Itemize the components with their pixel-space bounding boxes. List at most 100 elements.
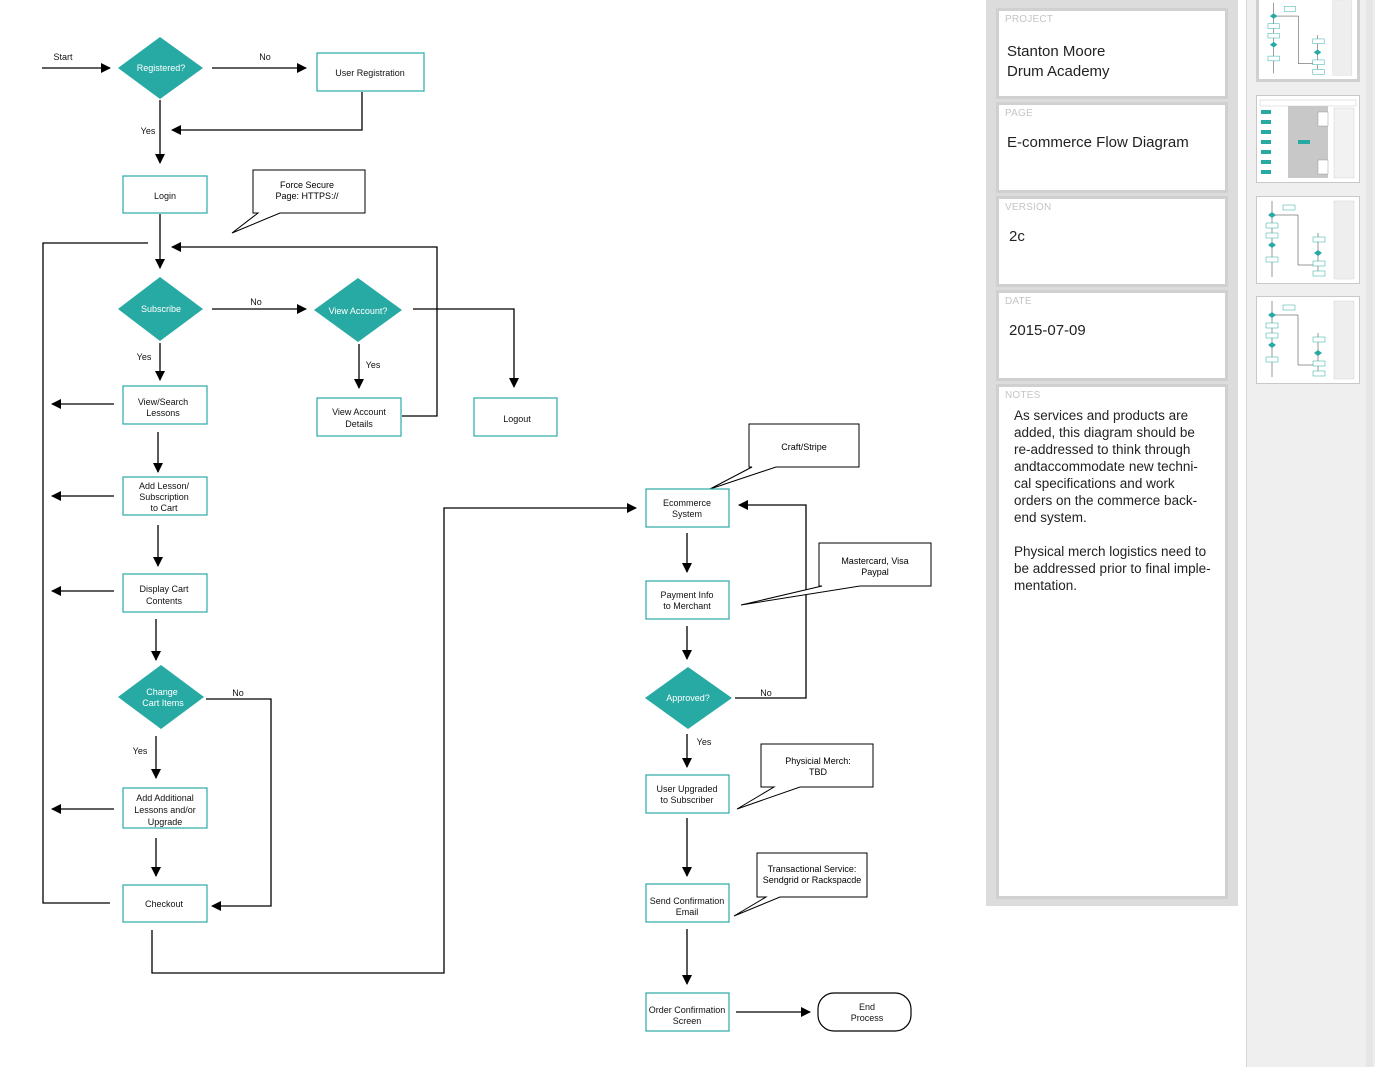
svg-text:TBD: TBD [809,767,828,777]
thumbnail-scrollbar[interactable] [1366,0,1373,1067]
decision-view-account: View Account? [314,278,402,342]
label-add-lesson-1: Add Lesson/ [139,481,190,491]
thumbnail-page-4-preview [1265,300,1355,380]
label-add-additional-3: Upgrade [148,817,183,827]
box-add-additional [122,787,208,829]
thumbnail-page-3[interactable] [1256,196,1360,284]
callout-craft-stripe: Craft/Stripe [709,423,860,490]
label-view-account-2: Details [345,419,373,429]
label-view-search-1: View/Search [138,397,188,407]
label-end-1: End [859,1002,875,1012]
project-label: PROJECT [1005,14,1054,25]
svg-text:Craft/Stripe: Craft/Stripe [781,442,827,452]
box-display-cart [122,573,208,613]
decision-subscribe: Subscribe [118,277,203,341]
callout-force-secure: Force Secure Page: HTTPS:// [231,169,366,234]
thumbnail-page-1[interactable] [1256,0,1360,82]
label-order-confirmation-1: Order Confirmation [649,1005,726,1015]
box-checkout [122,884,208,923]
label-ecommerce-2: System [672,509,702,519]
label-user-registration: User Registration [335,68,405,78]
label-logout: Logout [503,414,531,424]
thumbnail-page-1-preview [1267,0,1353,76]
connector-checkout-loop [42,242,148,904]
box-ecommerce-system [645,488,730,528]
box-user-upgraded [645,774,730,814]
connectors [42,63,811,1017]
decision-approved: Approved? [645,667,732,729]
terminator-end-process [817,992,912,1032]
svg-text:Mastercard, Visa: Mastercard, Visa [841,556,908,566]
box-logout [473,397,558,437]
label-add-lesson-3: to Cart [150,503,178,513]
label-display-cart-2: Contents [146,596,183,606]
notes-value[interactable]: As services and products are added, this… [1014,408,1211,593]
label-display-cart-1: Display Cart [139,584,189,594]
connector-account-return [171,242,438,417]
label-login: Login [154,191,176,201]
date-label: DATE [1005,296,1032,307]
version-label: VERSION [1005,202,1052,213]
svg-text:Sendgrid or Rackspacde: Sendgrid or Rackspacde [763,875,862,885]
edge-label-change-no: No [232,688,244,698]
edge-label-view-account-yes: Yes [366,360,381,370]
box-add-lesson [122,476,208,516]
edge-label-change-yes: Yes [133,746,148,756]
callout-transactional: Transactional Service: Sendgrid or Racks… [733,852,868,917]
decision-change-cart: Change Cart Items [118,665,204,729]
decision-registered: Registered? [118,37,203,99]
page-label: PAGE [1005,108,1033,119]
label-add-lesson-2: Subscription [139,492,189,502]
box-send-confirmation [645,883,730,923]
date-value[interactable]: 2015-07-09 [1009,322,1086,339]
thumbnail-page-2-preview [1259,99,1357,179]
project-box: PROJECT Stanton Moore Drum Academy [996,8,1228,99]
box-view-search [122,385,208,425]
info-panel: PROJECT Stanton Moore Drum Academy PAGE … [986,0,1238,906]
connector-approved-no [735,500,807,699]
callout-physical-merch: Physicial Merch: TBD [736,743,874,810]
date-box: DATE 2015-07-09 [996,290,1228,381]
box-order-confirmation [645,992,730,1032]
label-upgraded-2: to Subscriber [660,795,713,805]
svg-text:Change: Change [146,687,178,697]
flowchart-canvas: Force Secure Page: HTTPS:// Craft/Stripe… [42,37,932,1032]
thumbnail-page-2[interactable] [1256,95,1360,183]
svg-text:Subscribe: Subscribe [141,304,181,314]
page-box: PAGE E-commerce Flow Diagram [996,102,1228,193]
version-value[interactable]: 2c [1009,228,1025,245]
label-end-2: Process [851,1013,884,1023]
edge-label-subscribe-no: No [250,297,262,307]
svg-text:Registered?: Registered? [137,63,186,73]
page-thumbnails [1246,0,1375,1067]
connector-checkout-to-ecommerce [151,503,637,974]
svg-text:Physicial Merch:: Physicial Merch: [785,756,851,766]
label-upgraded-1: User Upgraded [656,784,717,794]
svg-text:Force Secure: Force Secure [280,180,334,190]
box-user-registration [316,52,425,92]
label-send-confirmation-2: Email [676,907,699,917]
label-view-search-2: Lessons [146,408,180,418]
thumbnail-page-4[interactable] [1256,296,1360,384]
svg-text:Page: HTTPS://: Page: HTTPS:// [275,191,339,201]
svg-text:Approved?: Approved? [666,693,710,703]
edge-label-subscribe-yes: Yes [137,352,152,362]
version-box: VERSION 2c [996,196,1228,287]
edge-label-start: Start [53,52,73,62]
svg-text:Transactional Service:: Transactional Service: [768,864,857,874]
edge-label-approved-yes: Yes [697,737,712,747]
project-value[interactable]: Stanton Moore Drum Academy [1007,43,1110,80]
box-view-account-details [316,397,402,437]
page-value[interactable]: E-commerce Flow Diagram [1007,134,1189,151]
svg-text:Cart Items: Cart Items [142,698,184,708]
label-payment-2: to Merchant [663,601,711,611]
label-checkout: Checkout [145,899,184,909]
edge-label-registered-yes: Yes [141,126,156,136]
label-view-account-1: View Account [332,407,386,417]
svg-text:View Account?: View Account? [329,306,388,316]
notes-label: NOTES [1005,390,1041,401]
label-send-confirmation-1: Send Confirmation [650,896,725,906]
edge-label-approved-no: No [760,688,772,698]
svg-text:Paypal: Paypal [861,567,889,577]
label-payment-1: Payment Info [660,590,713,600]
